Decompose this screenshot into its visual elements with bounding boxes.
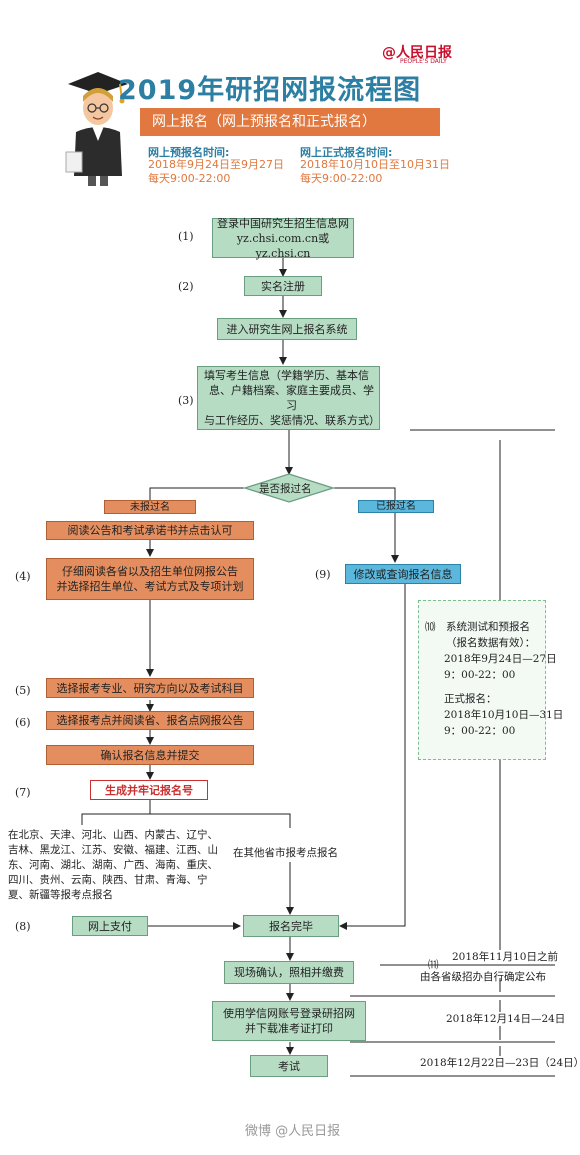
confirm-submit-box: 确认报名信息并提交	[46, 745, 254, 765]
reported-label-box: 已报过名	[358, 500, 434, 513]
generate-reg-number-label: 生成并牢记报名号	[105, 783, 193, 797]
choose-major-label: 选择报考专业、研究方向以及考试科目	[56, 681, 244, 695]
login-chsi-box: 登录中国研究生招生信息网 yz.chsi.com.cn或yz.chsi.cn	[212, 216, 354, 260]
step-number: (2)	[178, 280, 194, 293]
note-line: 2018年9月24日—27日	[444, 653, 557, 665]
read-notice-box: 阅读公告和考试承诺书并点击认可	[46, 521, 254, 540]
read-notice-label: 阅读公告和考试承诺书并点击认可	[67, 524, 233, 537]
note-step-number: ⑽	[425, 621, 436, 633]
fill-info-box: 填写考生信息（学籍学历、基本信 息、户籍档案、家庭主要成员、学习 与工作经历、奖…	[197, 366, 380, 430]
reported-label: 已报过名	[376, 501, 416, 512]
decision-label: 是否报过名	[259, 483, 312, 495]
formal-reg-hours: 每天9:00-22:00	[300, 172, 383, 185]
registration-complete-label: 报名完毕	[269, 919, 313, 933]
graduate-illustration	[65, 72, 128, 186]
modify-query-label: 修改或查询报名信息	[353, 567, 453, 581]
not-reported-label: 未报过名	[130, 501, 170, 513]
modify-query-box: 修改或查询报名信息	[345, 564, 461, 584]
note-line: （报名数据有效）：	[446, 637, 536, 649]
onsite-date-line1: 2018年11月10日之前	[452, 951, 558, 963]
weibo-watermark: 微博 @人民日报	[245, 1124, 341, 1139]
exam-box: 考试	[250, 1055, 328, 1077]
real-name-register-label: 实名注册	[261, 279, 305, 293]
step-number: (1)	[178, 230, 194, 243]
note-line: 正式报名：	[444, 693, 497, 705]
step-number: (7)	[15, 786, 31, 799]
registration-complete-box: 报名完毕	[243, 915, 339, 937]
note-line: 系统测试和预报名	[446, 621, 530, 633]
exam-date: 2018年12月22日—23日（24日）	[420, 1057, 580, 1069]
choose-unit-line1: 仔细阅读各省以及招生单位网报公告	[62, 565, 238, 578]
online-payment-label: 网上支付	[88, 919, 132, 933]
print-ticket-box: 使用学信网账号登录研招网 并下载准考证打印	[212, 1001, 366, 1041]
regions-line: 四川、贵州、云南、陕西、甘肃、青海、宁	[8, 874, 208, 886]
regions-line: 东、河南、湖北、湖南、广西、海南、重庆、	[8, 859, 218, 871]
onsite-confirm-box: 现场确认，照相并缴费	[224, 961, 354, 984]
generate-reg-number-box: 生成并牢记报名号	[90, 780, 208, 800]
choose-unit-line2: 并选择招生单位、考试方式及专项计划	[56, 580, 244, 593]
step-number: (3)	[178, 394, 194, 407]
fill-info-line3: 与工作经历、奖惩情况、联系方式）	[204, 414, 380, 427]
onsite-date-line2: 由各省级招办自行确定公布	[420, 971, 546, 983]
step-number: (4)	[15, 570, 31, 583]
formal-reg-dates: 2018年10月10日至10月31日	[300, 158, 450, 171]
pre-reg-hours: 每天9:00-22:00	[148, 172, 231, 185]
other-regions-label: 在其他省市报考点报名	[233, 847, 338, 859]
not-reported-label-box: 未报过名	[104, 500, 196, 514]
decision-diamond	[242, 473, 336, 503]
choose-major-box: 选择报考专业、研究方向以及考试科目	[46, 678, 254, 698]
real-name-register-box: 实名注册	[244, 276, 322, 296]
choose-exam-site-label: 选择报考点并阅读省、报名点网报公告	[56, 714, 244, 727]
step-number: (6)	[15, 716, 31, 729]
pre-reg-title: 网上预报名时间:	[148, 146, 230, 159]
regions-line: 吉林、黑龙江、江苏、安徽、福建、江西、山	[8, 844, 218, 856]
pre-reg-dates: 2018年9月24日至9月27日	[148, 158, 284, 171]
online-payment-box: 网上支付	[72, 916, 148, 936]
regions-line: 夏、新疆等报考点报名	[8, 889, 113, 901]
exam-label: 考试	[278, 1059, 300, 1073]
people-daily-logo-sub: PEOPLE'S DAILY	[400, 58, 447, 65]
enter-system-label: 进入研究生网上报名系统	[226, 322, 348, 336]
print-ticket-line2: 并下载准考证打印	[245, 1022, 333, 1035]
step-number: (5)	[15, 684, 31, 697]
regions-line: 在北京、天津、河北、山西、内蒙古、辽宁、	[8, 829, 218, 841]
fill-info-line2: 息、户籍档案、家庭主要成员、学习	[209, 384, 374, 412]
login-chsi-line1: 登录中国研究生招生信息网	[217, 216, 349, 230]
note-line: 9：00-22：00	[444, 669, 516, 681]
choose-exam-site-box: 选择报考点并阅读省、报名点网报公告	[46, 711, 254, 730]
print-date: 2018年12月14日—24日	[446, 1013, 566, 1025]
onsite-step-number: ⑾	[428, 959, 439, 971]
onsite-confirm-label: 现场确认，照相并缴费	[234, 966, 344, 979]
choose-unit-box: 仔细阅读各省以及招生单位网报公告 并选择招生单位、考试方式及专项计划	[46, 558, 254, 600]
login-chsi-line2: yz.chsi.com.cn或yz.chsi.cn	[236, 231, 330, 260]
fill-info-line1: 填写考生信息（学籍学历、基本信	[204, 369, 369, 382]
step-number: (9)	[315, 568, 331, 581]
confirm-submit-label: 确认报名信息并提交	[100, 748, 200, 762]
people-daily-logo: @人民日报	[382, 45, 452, 61]
note-line: 2018年10月10日—31日	[444, 709, 564, 721]
print-ticket-line1: 使用学信网账号登录研招网	[223, 1007, 355, 1020]
enter-system-box: 进入研究生网上报名系统	[217, 318, 357, 340]
reg-period-note	[418, 600, 546, 760]
formal-reg-title: 网上正式报名时间:	[300, 146, 393, 159]
page-title: 2019年研招网报流程图	[118, 75, 422, 106]
registration-banner: 网上报名（网上预报名和正式报名）	[140, 108, 440, 136]
note-line: 9：00-22：00	[444, 725, 516, 737]
step-number: (8)	[15, 920, 31, 933]
